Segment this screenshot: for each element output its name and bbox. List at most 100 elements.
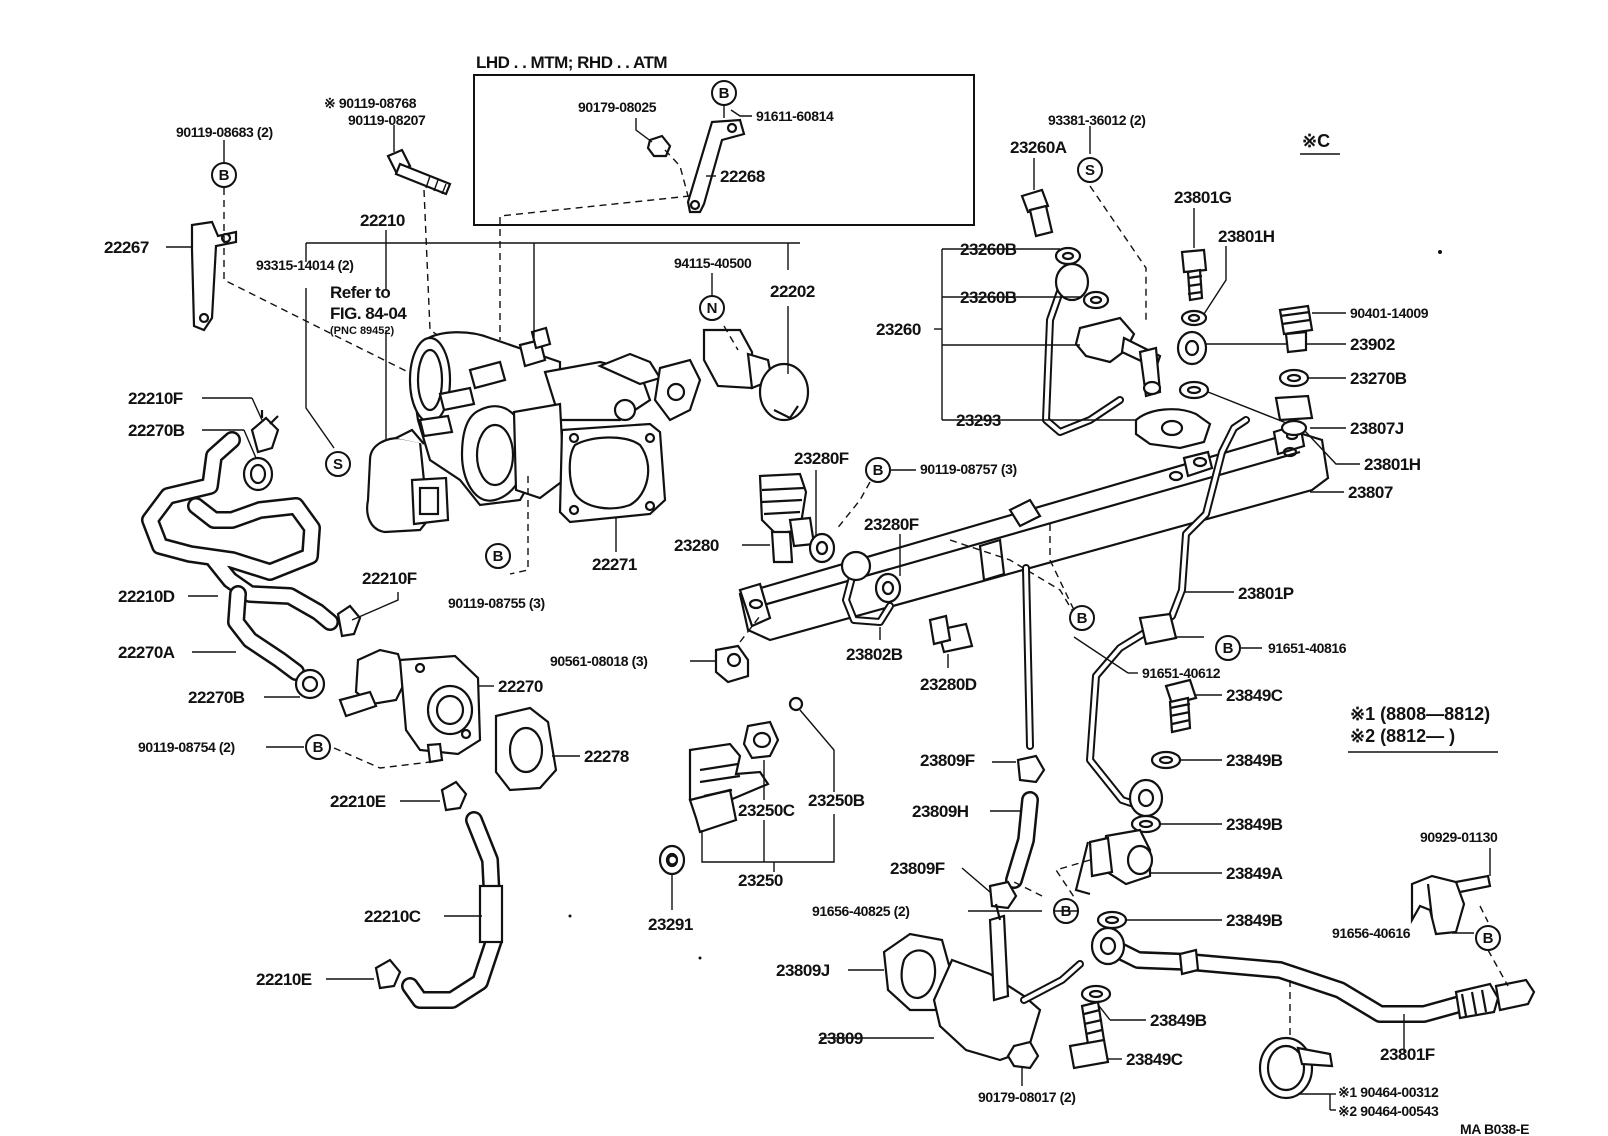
label-22210F-2: 22210F bbox=[362, 569, 417, 588]
label-23849A: 23849A bbox=[1226, 864, 1283, 883]
throttle-position-sensor bbox=[366, 428, 450, 534]
label-90119-08207: 90119-08207 bbox=[348, 112, 426, 128]
label-90119-08683: 90119-08683 (2) bbox=[176, 124, 273, 140]
label-22270A: 22270A bbox=[118, 643, 175, 662]
label-90464-00312: ※1 90464-00312 bbox=[1338, 1084, 1439, 1100]
nut-90179-08017 bbox=[1006, 1040, 1040, 1070]
hose-22210D bbox=[141, 431, 339, 631]
svg-text:B: B bbox=[719, 85, 730, 102]
footer-code: MA B038-E bbox=[1460, 1121, 1529, 1136]
label-23849B-2: 23849B bbox=[1226, 815, 1283, 834]
clamp-22210F-upper bbox=[250, 410, 280, 454]
label-23807: 23807 bbox=[1348, 483, 1393, 502]
union-23260 bbox=[1042, 262, 1124, 436]
label-23260: 23260 bbox=[876, 320, 921, 339]
label-22270B-2: 22270B bbox=[188, 688, 245, 707]
bolt-23280D bbox=[928, 614, 974, 668]
label-23802B: 23802B bbox=[846, 645, 903, 664]
svg-text:B: B bbox=[493, 548, 504, 565]
bolt-23260A bbox=[1020, 188, 1054, 238]
label-23260B-1: 23260B bbox=[960, 240, 1017, 259]
gasket-23293 bbox=[1134, 408, 1212, 450]
label-22210: 22210 bbox=[360, 211, 405, 230]
label-90179-08025: 90179-08025 bbox=[578, 99, 657, 115]
svg-text:B: B bbox=[1077, 610, 1088, 627]
hose-clamp-90464 bbox=[1258, 1036, 1334, 1100]
label-22210F-1: 22210F bbox=[128, 389, 183, 408]
fuel-pump-23809 bbox=[882, 903, 1084, 1062]
svg-text:S: S bbox=[1085, 162, 1095, 179]
hose-22210C bbox=[401, 811, 504, 1009]
svg-text:B: B bbox=[873, 462, 884, 479]
legend-line-2: ※2 (8812— ) bbox=[1350, 726, 1455, 746]
clamp-22270B-upper bbox=[242, 456, 274, 492]
label-23809H: 23809H bbox=[912, 802, 969, 821]
label-22210E-1: 22210E bbox=[330, 792, 386, 811]
label-23807J: 23807J bbox=[1350, 419, 1404, 438]
label-22202: 22202 bbox=[770, 282, 815, 301]
label-90119-08754: 90119-08754 (2) bbox=[138, 739, 235, 755]
label-23280: 23280 bbox=[674, 536, 719, 555]
gasket-23849B-4 bbox=[1080, 984, 1112, 1004]
plug-90401-14009 bbox=[1278, 304, 1314, 354]
refer-line-1: Refer to bbox=[330, 283, 390, 302]
inset-box bbox=[473, 74, 975, 226]
label-23849C-1: 23849C bbox=[1226, 686, 1283, 705]
label-23260B-2: 23260B bbox=[960, 288, 1017, 307]
label-23293: 23293 bbox=[956, 411, 1001, 430]
gasket-22271 bbox=[558, 422, 667, 524]
label-90561-08018: 90561-08018 (3) bbox=[550, 653, 648, 669]
label-91611-60814: 91611-60814 bbox=[756, 108, 834, 124]
label-23809: 23809 bbox=[818, 1029, 863, 1048]
throttle-body bbox=[408, 326, 702, 507]
label-23250C: 23250C bbox=[738, 801, 795, 820]
clamp-22210E-upper bbox=[440, 780, 468, 812]
o-ring-23291: C bbox=[658, 844, 686, 876]
svg-text:N: N bbox=[707, 300, 718, 317]
label-93315-14014: 93315-14014 (2) bbox=[256, 257, 354, 273]
label-23801G: 23801G bbox=[1174, 188, 1232, 207]
label-23902: 23902 bbox=[1350, 335, 1395, 354]
symbol-b-90119-08754: B bbox=[305, 734, 331, 760]
bolt-23801G bbox=[1180, 248, 1208, 302]
o-ring-23291-symbol: C bbox=[667, 852, 678, 869]
label-94115-40500: 94115-40500 bbox=[674, 255, 752, 271]
label-22268: 22268 bbox=[720, 167, 765, 186]
label-23801H-1: 23801H bbox=[1218, 227, 1275, 246]
insulator-90561-08018 bbox=[714, 644, 750, 684]
o-ring-23280F-lower bbox=[874, 572, 902, 604]
symbol-s-93381: S bbox=[1077, 157, 1103, 183]
label-22270: 22270 bbox=[498, 677, 543, 696]
union-bolt-23849C-upper bbox=[1164, 678, 1198, 734]
label-23849C-2: 23849C bbox=[1126, 1050, 1183, 1069]
idle-speed-control-valve-22270 bbox=[338, 648, 482, 764]
clamp-23809F-lower bbox=[988, 880, 1018, 910]
label-90119-08768: ※ 90119-08768 bbox=[324, 95, 417, 111]
gasket-23260B-lower bbox=[1082, 290, 1110, 310]
pipe-23809-upper bbox=[1022, 564, 1034, 750]
label-23801F: 23801F bbox=[1380, 1045, 1435, 1064]
symbol-n-94115: N bbox=[699, 295, 725, 321]
label-93381-36012: 93381-36012 (2) bbox=[1048, 112, 1146, 128]
label-23849B-1: 23849B bbox=[1226, 751, 1283, 770]
label-90929-01130: 90929-01130 bbox=[1420, 829, 1498, 845]
legend-line-1: ※1 (8808—8812) bbox=[1350, 704, 1490, 724]
fuel-pipe-23801P bbox=[1086, 416, 1250, 818]
union-bolt-23849C-lower bbox=[1068, 1000, 1110, 1070]
symbol-b-91611: B bbox=[711, 80, 737, 106]
svg-text:B: B bbox=[219, 167, 230, 184]
clamp-22210E-lower bbox=[374, 958, 402, 990]
label-23849B-3: 23849B bbox=[1226, 911, 1283, 930]
label-23250B: 23250B bbox=[808, 791, 865, 810]
label-23280F-1: 23280F bbox=[794, 449, 849, 468]
label-91651-40816: 91651-40816 bbox=[1268, 640, 1347, 656]
label-91656-40616: 91656-40616 bbox=[1332, 925, 1411, 941]
label-22271: 22271 bbox=[592, 555, 637, 574]
gasket-23801H-lower bbox=[1178, 380, 1210, 400]
gasket-23849B-3 bbox=[1096, 910, 1128, 930]
clamp-23809F-upper bbox=[1016, 754, 1046, 784]
fuel-injector bbox=[688, 742, 770, 834]
label-91651-40612: 91651-40612 bbox=[1142, 665, 1221, 681]
label-22270B-1: 22270B bbox=[128, 421, 185, 440]
